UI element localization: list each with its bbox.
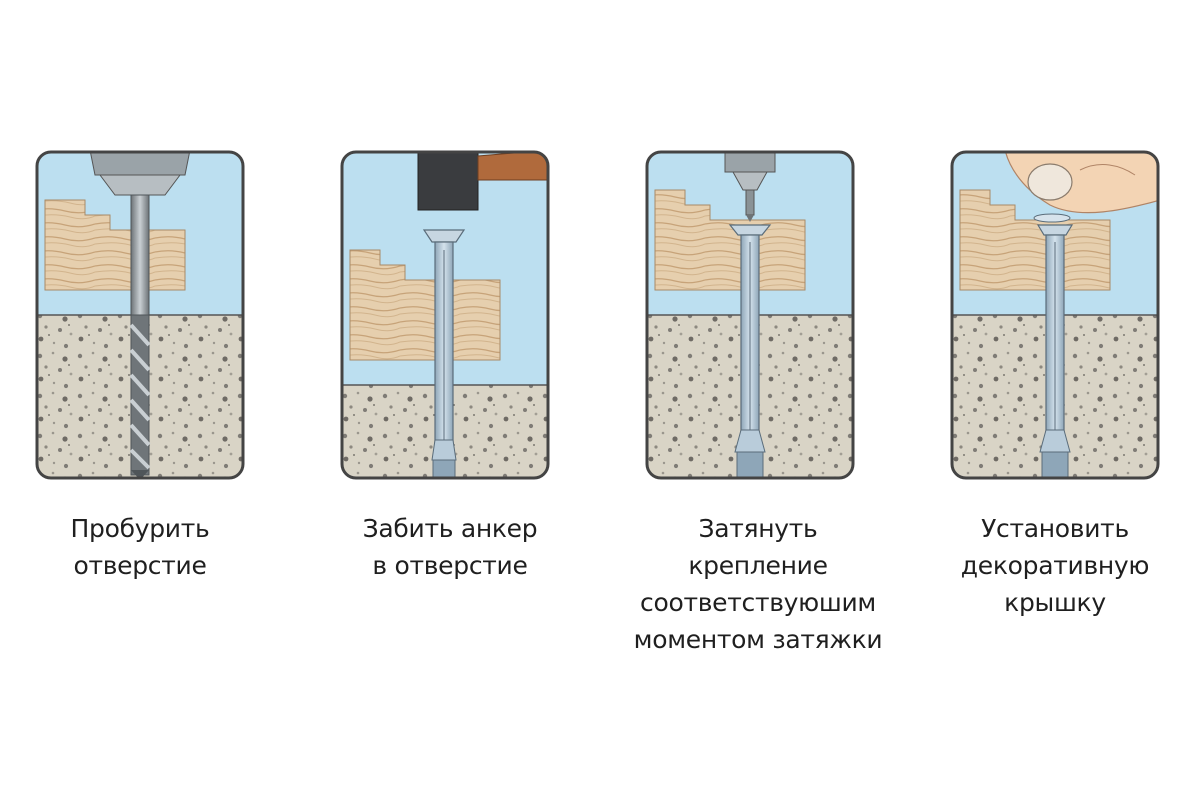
caption-line: в отверстие — [372, 551, 528, 580]
caption-line: крепление — [688, 551, 828, 580]
drill-icon — [89, 152, 191, 478]
step-4-caption: Установить декоративную крышку — [895, 510, 1200, 621]
caption-line: Затянуть — [698, 514, 818, 543]
step-1-illustration — [35, 150, 245, 480]
tightening-diagram — [645, 150, 855, 480]
step-1-caption: Пробурить отверстие — [0, 510, 300, 584]
drilling-diagram — [35, 150, 245, 480]
hand-icon — [1004, 152, 1158, 223]
caption-line: Установить — [981, 514, 1129, 543]
step-3-caption: Затянуть крепление соответствуюшим момен… — [598, 510, 918, 658]
wooden-board — [959, 189, 1111, 291]
wrench-icon — [724, 152, 776, 222]
wooden-board — [44, 199, 186, 291]
caption-line: Забить анкер — [362, 514, 538, 543]
caption-line: соответствуюшим — [640, 588, 876, 617]
step-3-illustration — [645, 150, 855, 480]
step-2-illustration — [340, 150, 550, 480]
step-2-caption: Забить анкер в отверстие — [290, 510, 610, 584]
caption-line: Пробурить — [70, 514, 210, 543]
anchor-icon — [728, 224, 772, 478]
caption-line: моментом затяжки — [633, 625, 883, 654]
wooden-board — [349, 249, 501, 361]
cap-install-diagram — [950, 150, 1160, 480]
anchor-icon — [422, 229, 466, 478]
wooden-board — [654, 189, 806, 291]
caption-line: отверстие — [73, 551, 207, 580]
hammer-icon — [417, 152, 548, 211]
anchor-icon — [1036, 224, 1074, 478]
hammering-diagram — [340, 150, 550, 480]
step-4-illustration — [950, 150, 1160, 480]
caption-line: декоративную — [960, 551, 1150, 580]
caption-line: крышку — [1004, 588, 1106, 617]
